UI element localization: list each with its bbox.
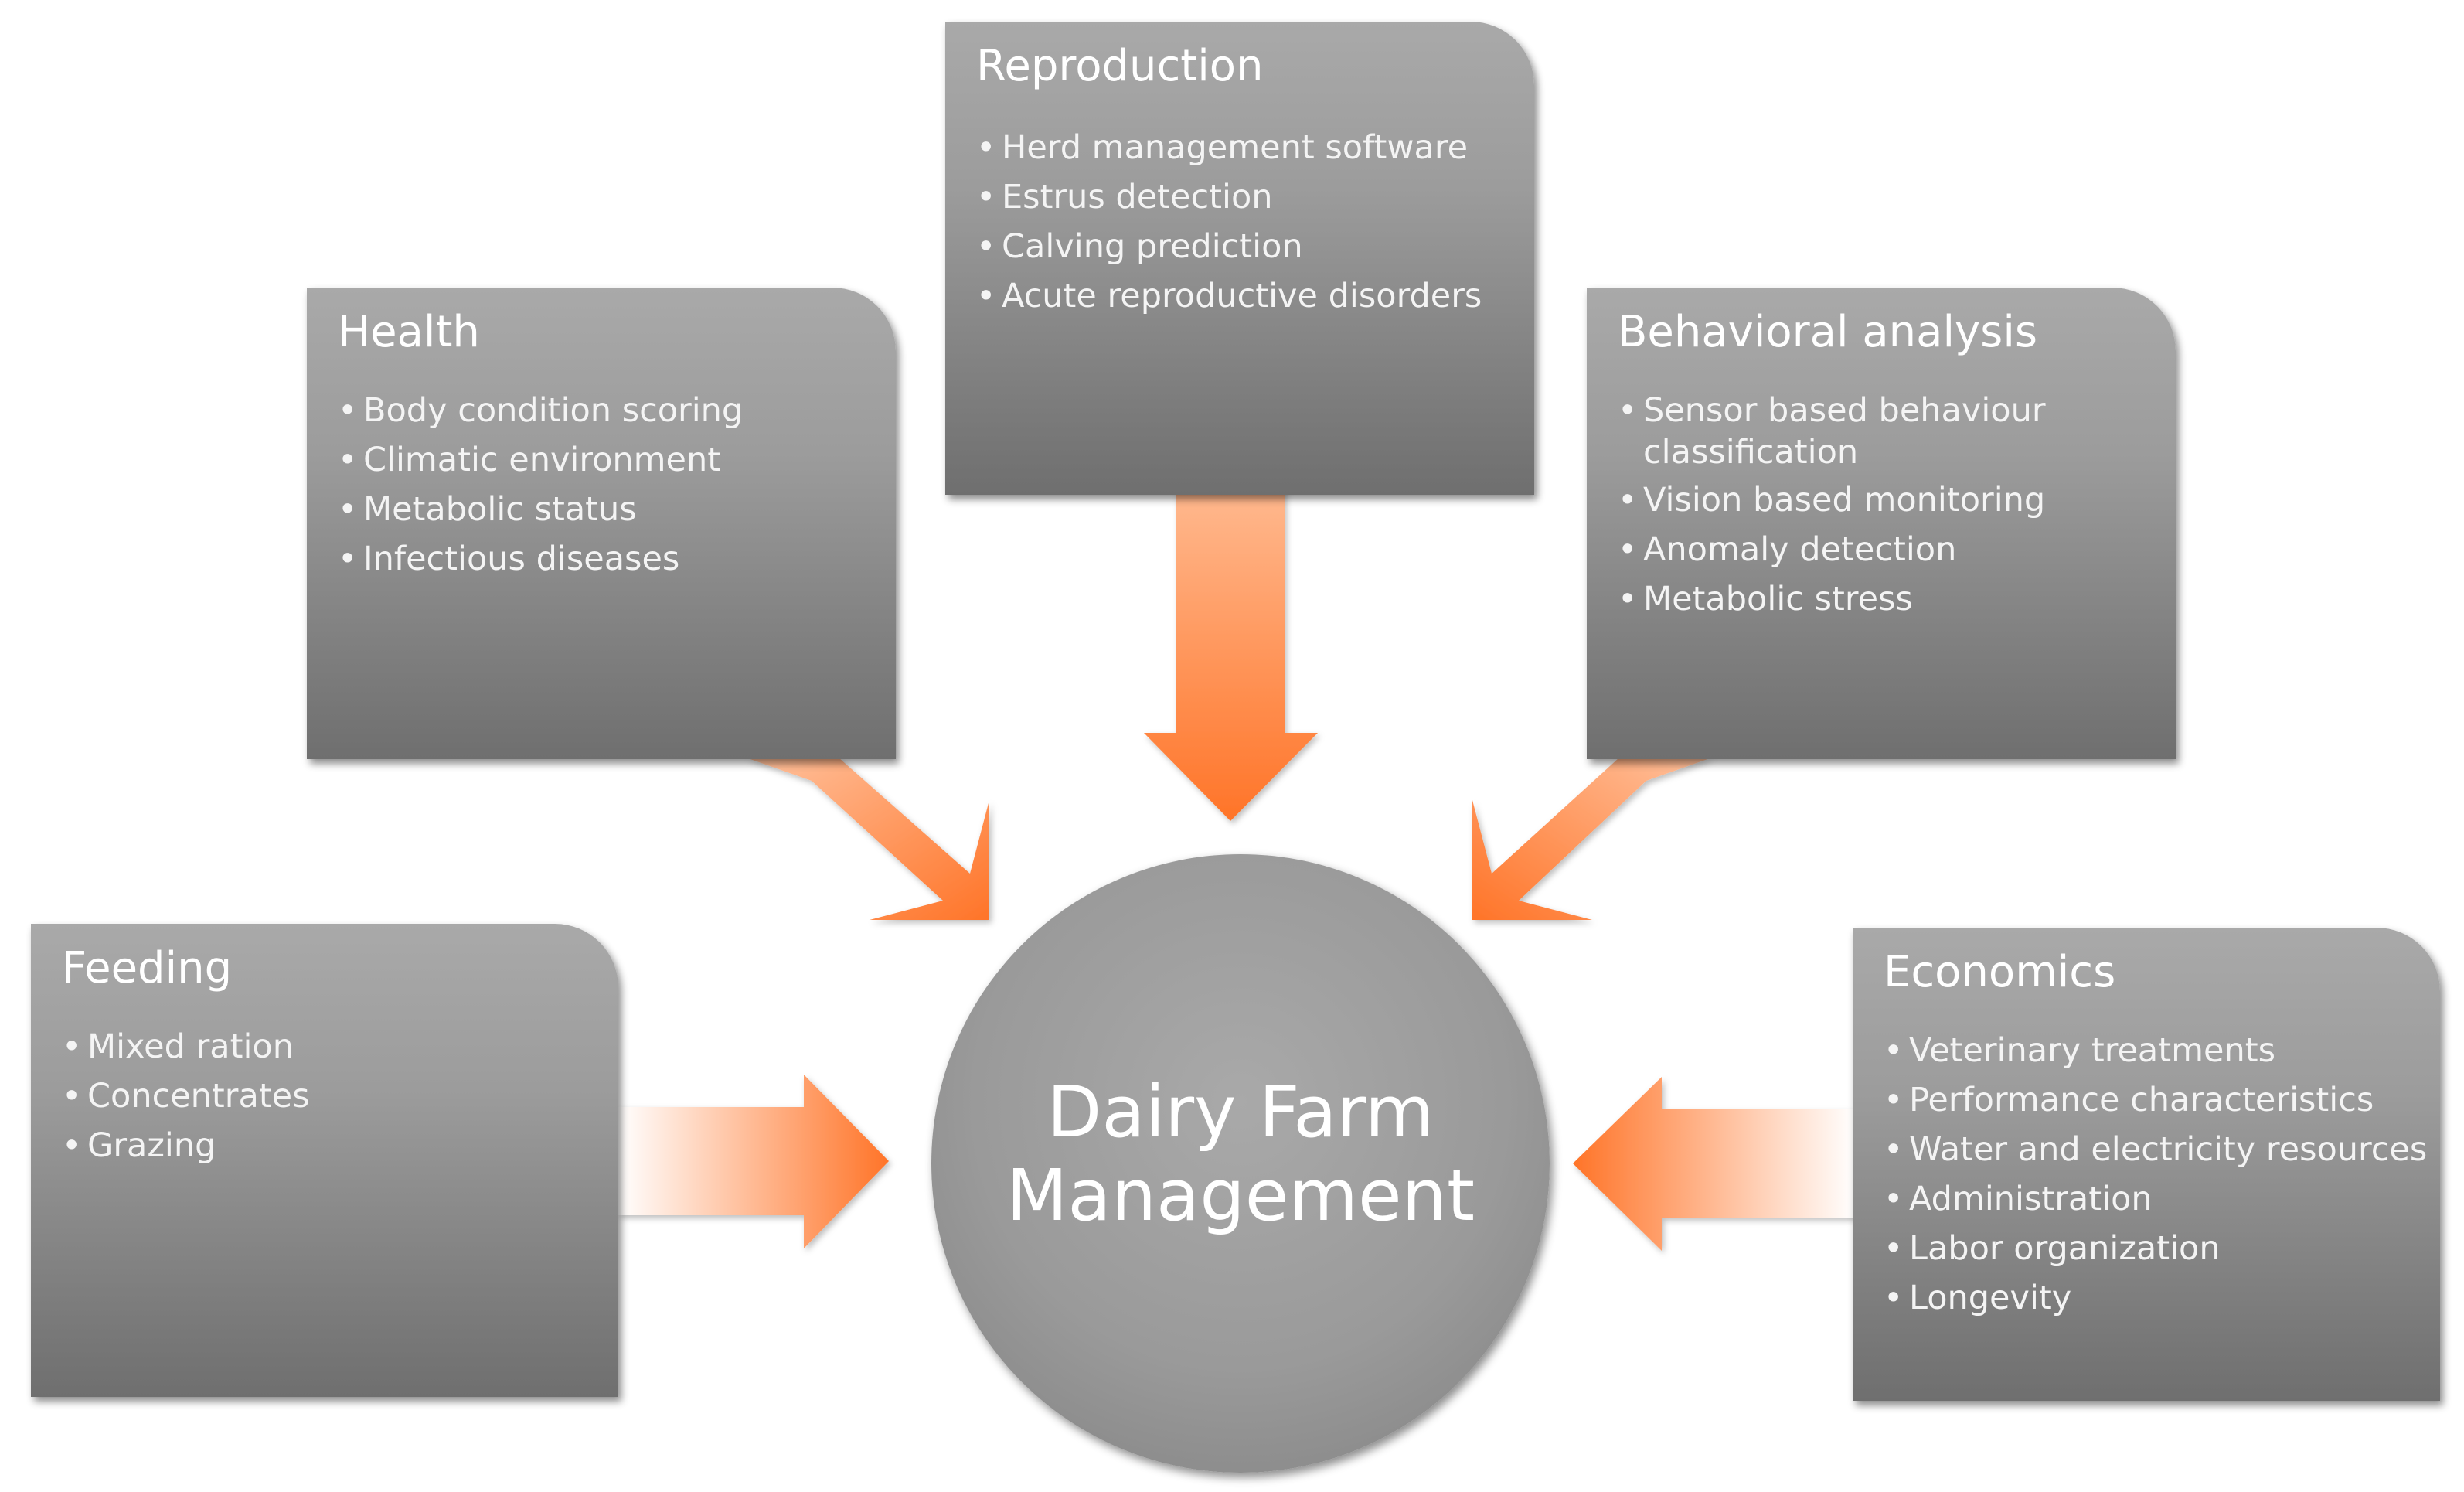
health-title: Health (338, 307, 480, 357)
behavioral-analysis-list: •Sensor based behaviour classification •… (1618, 390, 2160, 628)
list-item: •Labor organization (1884, 1229, 2221, 1268)
feeding-box: Feeding •Mixed ration •Concentrates •Gra… (31, 924, 618, 1397)
list-item: •Veterinary treatments (1884, 1031, 2275, 1070)
list-item: •Infectious diseases (338, 540, 680, 578)
list-item: •Administration (1884, 1180, 2153, 1218)
center-label-line1: Dairy Farm (1047, 1071, 1434, 1153)
list-item: •Metabolic status (338, 490, 637, 529)
list-item: •Climatic environment (338, 441, 721, 479)
list-item: •Sensor based behaviour classification (1618, 391, 2046, 472)
list-item: •Anomaly detection (1618, 530, 1957, 569)
economics-list: •Veterinary treatments •Performance char… (1884, 1030, 2428, 1327)
arrow-economics-left (1573, 1077, 1855, 1251)
list-item: •Longevity (1884, 1279, 2072, 1317)
economics-title: Economics (1884, 947, 2116, 997)
feeding-list: •Mixed ration •Concentrates •Grazing (62, 1026, 603, 1174)
list-item: •Calving prediction (976, 227, 1303, 266)
list-item: •Acute reproductive disorders (976, 277, 1482, 315)
list-item: •Estrus detection (976, 178, 1273, 216)
reproduction-box: Reproduction •Herd management software •… (945, 22, 1534, 495)
arrow-health-diagonal (746, 758, 989, 920)
arrow-feeding-right (618, 1075, 889, 1248)
list-item: •Metabolic stress (1618, 580, 1913, 618)
list-item: •Body condition scoring (338, 391, 744, 430)
arrow-reproduction-down (1144, 487, 1318, 821)
reproduction-list: •Herd management software •Estrus detect… (976, 127, 1519, 325)
list-item: •Vision based monitoring (1618, 481, 2046, 519)
center-label: Dairy Farm Management (931, 1071, 1550, 1238)
health-box: Health •Body condition scoring •Climatic… (307, 288, 896, 759)
behavioral-analysis-box: Behavioral analysis •Sensor based behavi… (1587, 288, 2176, 759)
list-item: •Grazing (62, 1126, 216, 1165)
center-label-line2: Management (1006, 1154, 1475, 1237)
list-item: •Concentrates (62, 1077, 310, 1116)
list-item: •Mixed ration (62, 1027, 294, 1066)
feeding-title: Feeding (62, 943, 233, 993)
economics-box: Economics •Veterinary treatments •Perfor… (1853, 928, 2440, 1401)
behavioral-analysis-title: Behavioral analysis (1618, 307, 2038, 357)
reproduction-title: Reproduction (976, 41, 1264, 91)
arrow-behavioral-diagonal (1472, 758, 1712, 920)
list-item: •Performance characteristics (1884, 1081, 2374, 1119)
list-item: •Water and electricity resources (1884, 1130, 2428, 1169)
health-list: •Body condition scoring •Climatic enviro… (338, 390, 880, 588)
list-item: •Herd management software (976, 128, 1469, 167)
center-circle: Dairy Farm Management (931, 854, 1550, 1473)
